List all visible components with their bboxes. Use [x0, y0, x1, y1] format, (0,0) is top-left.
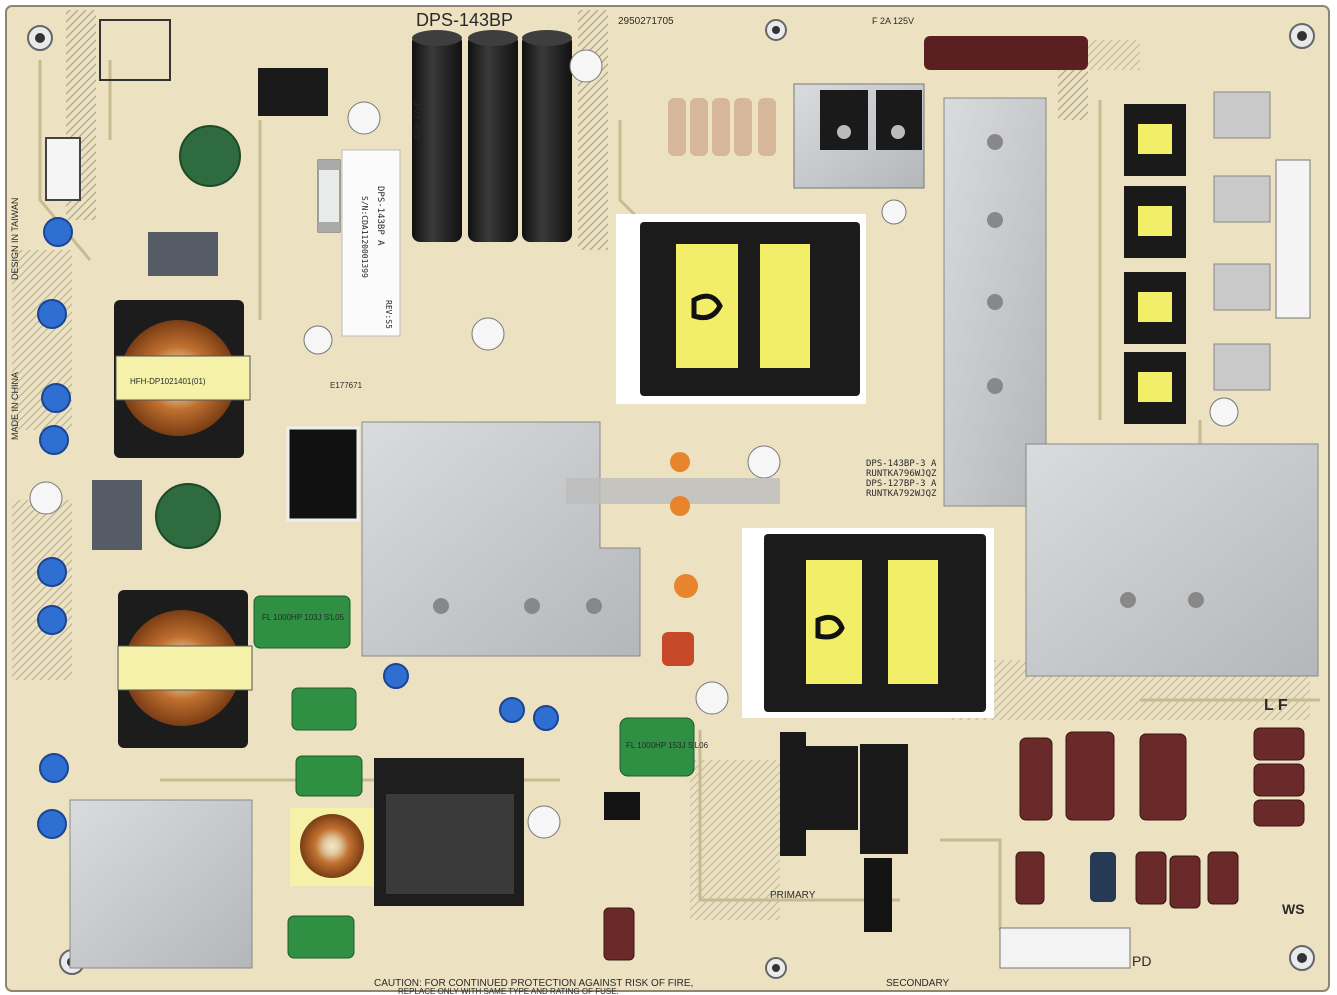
version-line-1: DPS-143BP-3 A: [866, 459, 937, 469]
main-transformer-top: [616, 214, 866, 404]
toroid-choke: [290, 808, 374, 886]
board-partcode-text: 2950271705: [618, 16, 674, 27]
design-in-text: DESIGN IN TAIWAN: [10, 198, 20, 280]
sticker-model: DPS-143BP A: [375, 186, 385, 246]
main-transformer-bottom: [742, 528, 994, 718]
led-inductors: [1124, 104, 1186, 424]
caution-line-2: REPLACE ONLY WITH SAME TYPE AND RATING O…: [398, 987, 619, 995]
sticker-rev: REV:S5: [384, 300, 393, 329]
ul-rating-text: E177671: [330, 381, 363, 390]
output-capacitors: [603, 727, 1305, 961]
output-connector-right: [1275, 159, 1311, 319]
sticker-serial: S/N:CDA1120001399: [360, 196, 369, 278]
resistor-array: [668, 98, 776, 156]
secondary-heatsink: [943, 97, 1047, 507]
dc-module: [286, 426, 360, 522]
output-capacitor-dark: [1090, 852, 1116, 902]
serial-sticker: [341, 149, 401, 337]
film-capacitor-marking: FL 1000HP 103J S'L05: [262, 613, 345, 622]
ic-chips: [604, 792, 892, 932]
power-resistor: [924, 36, 1088, 70]
output-heatsink: [1025, 443, 1319, 677]
version-line-4: RUNTKA792WJQZ: [866, 489, 937, 499]
board-model-text: DPS-143BP: [416, 10, 513, 30]
made-in-text: MADE IN CHINA: [10, 372, 20, 440]
lf-label: L F: [1264, 697, 1288, 714]
capacitor-marking: 450V 47µF: [413, 101, 422, 140]
secondary-label: SECONDARY: [886, 978, 949, 989]
film-capacitors: [253, 595, 695, 959]
ws-label: WS: [1282, 901, 1305, 917]
output-connector-bottom: [999, 927, 1131, 969]
main-fuse: [317, 159, 341, 233]
film-capacitor-marking-2: FL 1000HP 153J S'L06: [626, 741, 709, 750]
secondary-mosfets: [780, 732, 908, 856]
version-line-2: RUNTKA796WJQZ: [866, 469, 937, 479]
ac-input-connector: [45, 19, 328, 201]
white-round-components: [29, 49, 1239, 839]
y-capacitors: [37, 217, 559, 839]
bridge-heatsink: [69, 799, 253, 969]
fuse-rating-text: F 2A 125V: [872, 16, 914, 26]
x-capacitors: [92, 232, 218, 550]
common-mode-choke-2: [117, 590, 253, 748]
mosfet-bracket: [793, 83, 925, 189]
standby-transformer: [374, 758, 524, 906]
primary-label: PRIMARY: [770, 890, 816, 901]
common-mode-choke-1: [114, 300, 251, 458]
orange-ceramic-caps: [662, 452, 698, 666]
caution-line-1: CAUTION: FOR CONTINUED PROTECTION AGAINS…: [374, 978, 693, 989]
grey-film-caps: [1213, 91, 1271, 391]
bulk-capacitors: [412, 30, 572, 242]
ntc-thermistor: [155, 483, 221, 549]
choke-marking: HFH-DP1021401(01): [130, 377, 206, 386]
pd-label: PD: [1132, 953, 1151, 969]
version-line-3: DPS-127BP-3 A: [866, 479, 937, 489]
pfc-heatsink: [361, 421, 641, 657]
